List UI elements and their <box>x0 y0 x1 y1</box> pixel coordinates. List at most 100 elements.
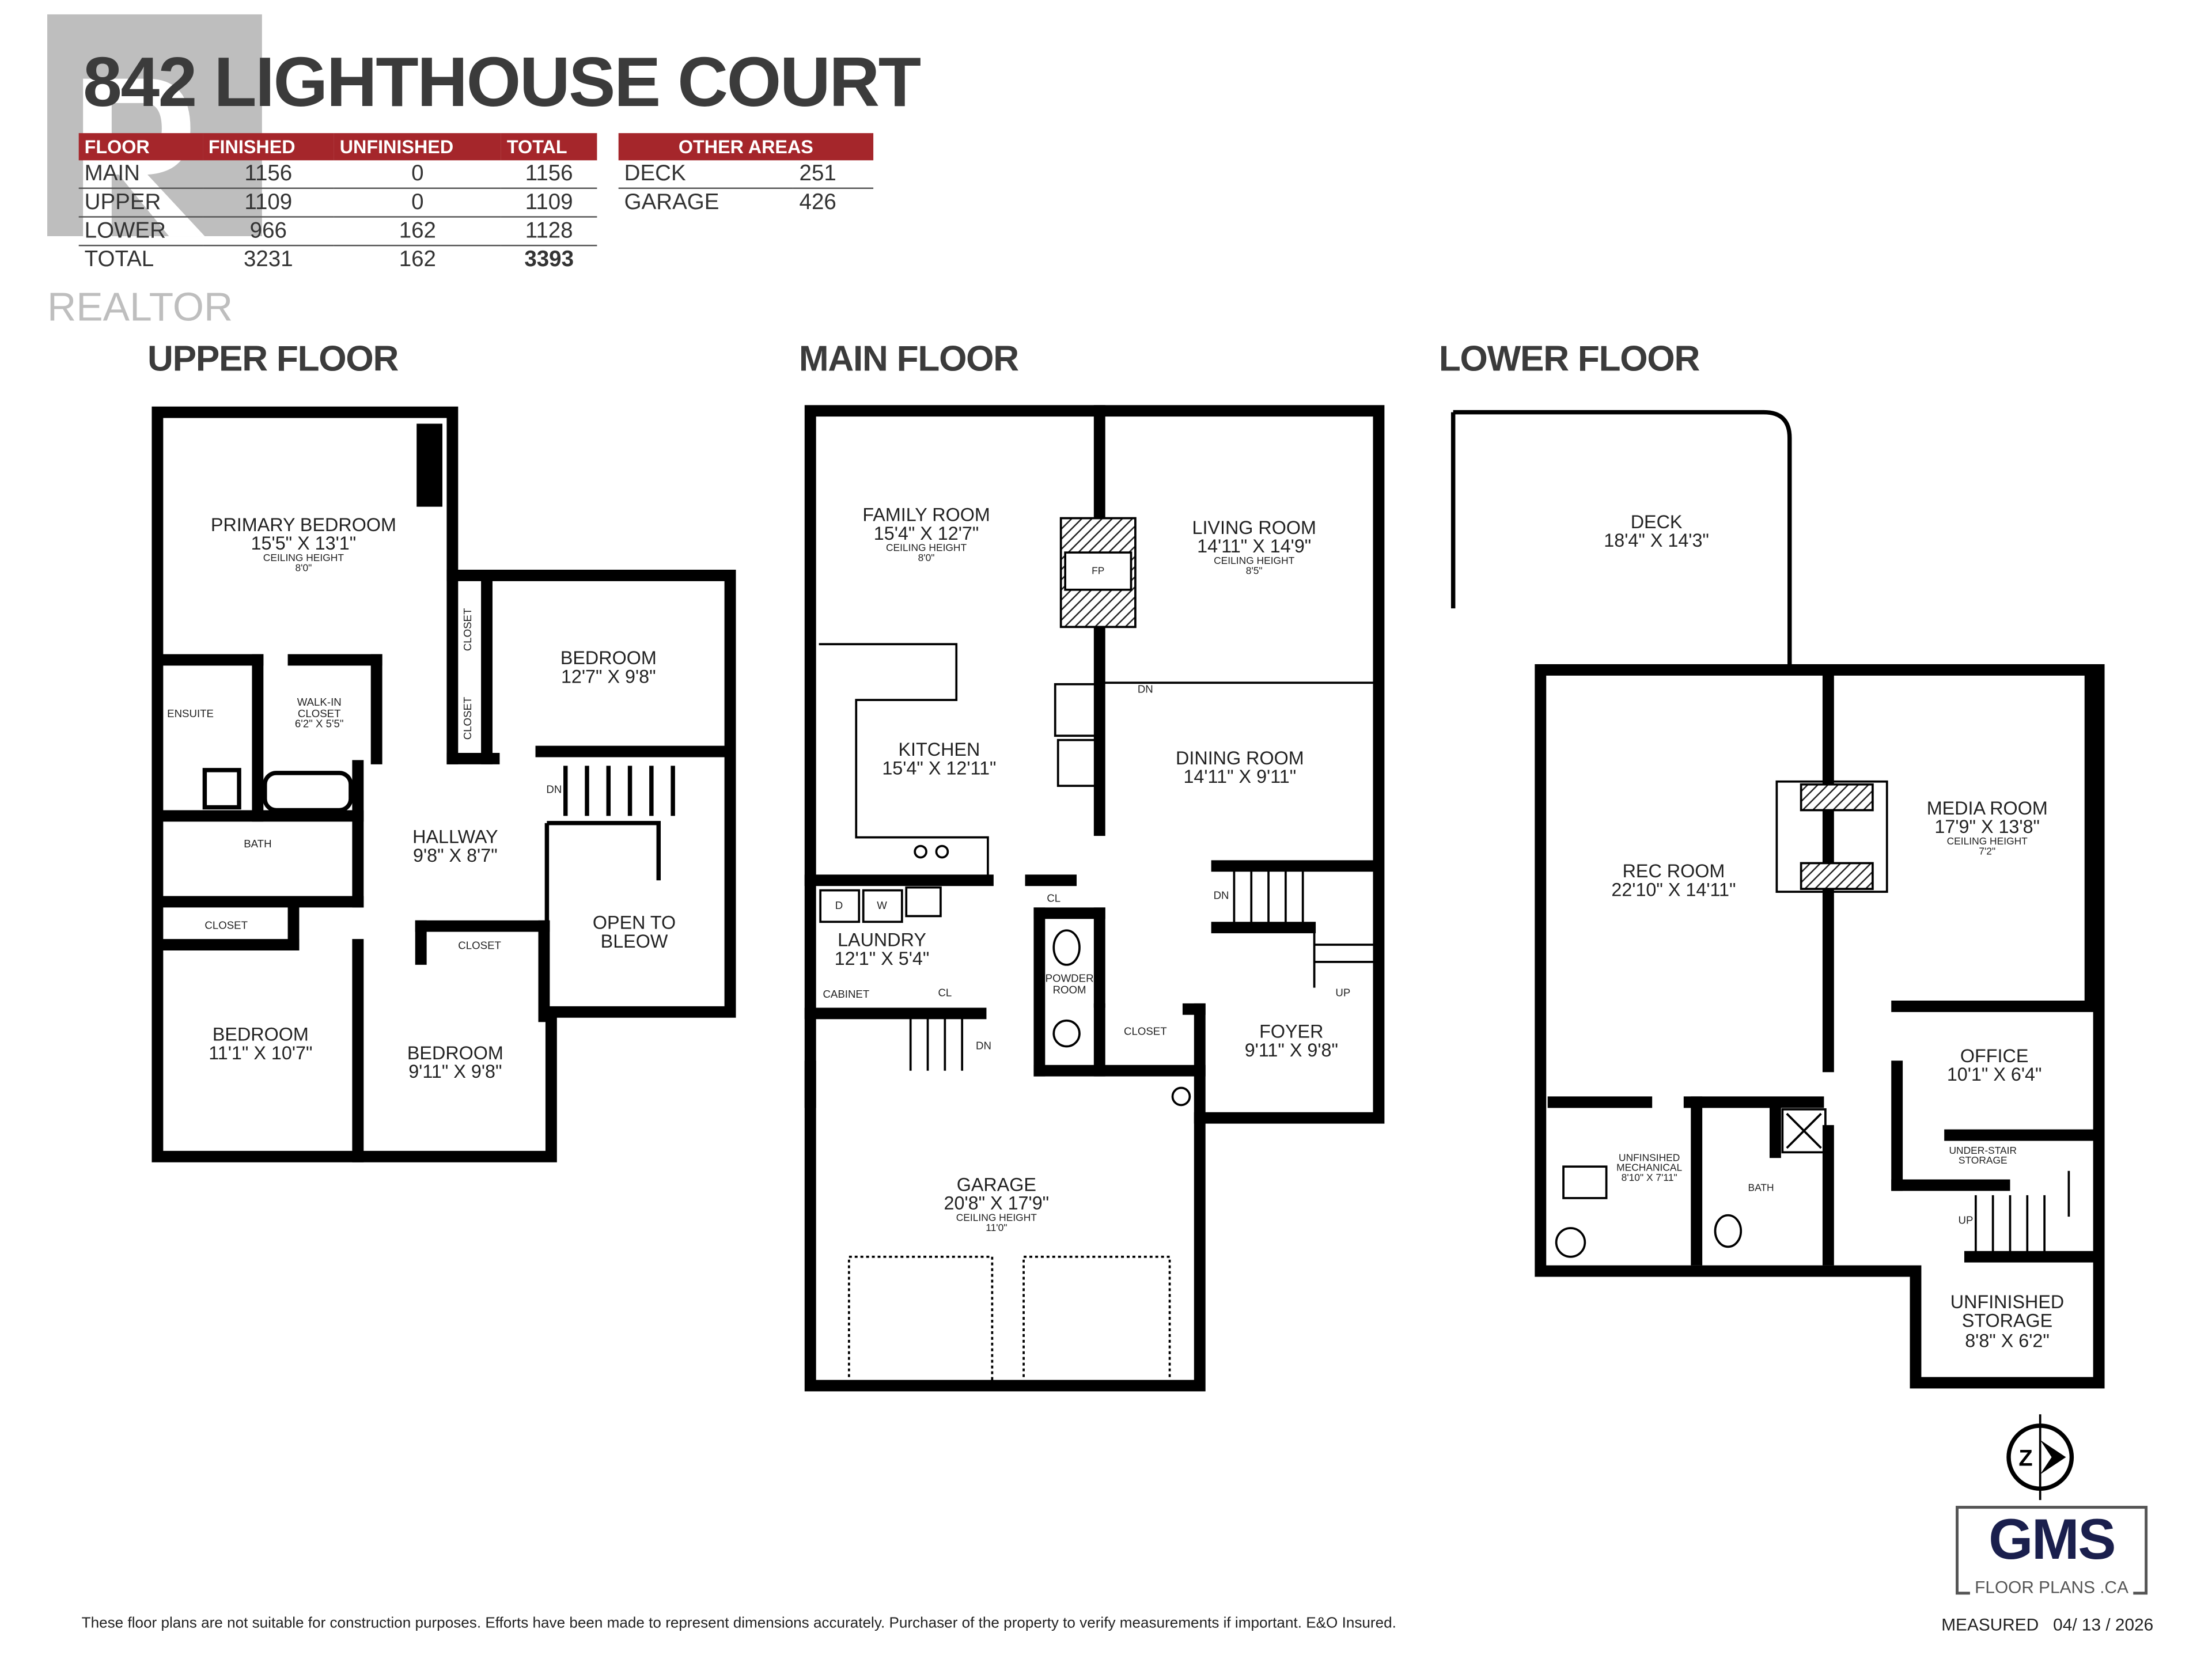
room-ensuite: ENSUITE <box>167 707 214 720</box>
room-dimensions: 6'2" X 5'5" <box>294 717 344 730</box>
ceiling-height: 8'5" <box>1245 566 1263 577</box>
unfinished-cell: 162 <box>399 247 436 271</box>
table-row: TOTAL 3231 162 3393 <box>79 245 597 273</box>
area-name: GARAGE <box>624 190 719 214</box>
measured-label: MEASURED <box>1941 1614 2039 1635</box>
room-dimensions: 17'9" X 13'8" <box>1934 816 2040 838</box>
fireplace-label: FP <box>1092 567 1105 577</box>
column-header: TOTAL <box>501 133 597 161</box>
ceiling-label: CEILING HEIGHT <box>1946 836 2028 847</box>
floor-cell: TOTAL <box>84 247 154 271</box>
room-dimensions: 18'4" X 14'3" <box>1604 530 1709 552</box>
floor-cell: UPPER <box>78 188 203 218</box>
room-name: STORAGE <box>1958 1157 2008 1167</box>
measured-date-value: 04/ 13 / 2026 <box>2053 1614 2154 1635</box>
gms-logo-subtext: FLOOR PLANS .CA <box>1969 1577 2134 1598</box>
total-cell: 1156 <box>501 160 597 189</box>
room-name: UNDER-STAIR <box>1949 1146 2017 1157</box>
unfinished-cell: 0 <box>334 188 501 218</box>
column-header: OTHER AREAS <box>618 133 874 161</box>
ceiling-label: CEILING HEIGHT <box>263 553 344 563</box>
finished-cell: 3231 <box>243 247 293 271</box>
total-cell: 3393 <box>524 247 574 271</box>
room-closet: CLOSET <box>461 696 475 740</box>
room-dimensions: 15'5" X 13'1" <box>251 533 357 555</box>
room-closet: CLOSET <box>458 939 501 952</box>
stair-down-label: DN <box>1213 889 1229 902</box>
room-dimensions: 8'8" X 6'2" <box>1965 1329 2050 1351</box>
room-name: DECK <box>1630 511 1683 533</box>
stair-up-label: UP <box>1958 1214 1974 1227</box>
room-dimensions: 12'7" X 9'8" <box>560 666 656 688</box>
ceiling-height: 11'0" <box>986 1223 1007 1234</box>
floor-title-upper: UPPER FLOOR <box>147 339 399 380</box>
gms-logo: GMS FLOOR PLANS .CA <box>1956 1506 2148 1600</box>
room-dimensions: 20'8" X 17'9" <box>944 1192 1050 1214</box>
room-name: MEDIA ROOM <box>1926 797 2048 819</box>
gms-logo-text: GMS <box>1988 1509 2116 1572</box>
room-name: FOYER <box>1259 1020 1324 1043</box>
unfinished-cell: 162 <box>334 217 501 247</box>
ceiling-height: 8'0" <box>295 563 312 574</box>
room-closet: CLOSET <box>1124 1025 1167 1038</box>
room-name: STORAGE <box>1961 1310 2053 1332</box>
table-header-row: OTHER AREAS <box>618 133 874 161</box>
room-dimensions: 14'11" X 14'9" <box>1197 535 1312 558</box>
finished-cell: 1156 <box>202 160 334 189</box>
column-header: FLOOR <box>78 133 203 161</box>
total-cell: 1128 <box>501 217 597 247</box>
dryer-label: D <box>835 899 843 912</box>
column-header: FINISHED <box>202 133 334 161</box>
room-name: KITCHEN <box>898 738 980 760</box>
stair-down-label: DN <box>975 1039 991 1052</box>
area-name: DECK <box>618 160 794 189</box>
room-name: FAMILY ROOM <box>862 503 990 525</box>
ceiling-height: 8'0" <box>918 553 935 564</box>
room-name: LIVING ROOM <box>1192 517 1316 539</box>
room-dimensions: 9'11" X 9'8" <box>1244 1039 1338 1061</box>
ceiling-height: 7'2" <box>1979 847 1996 857</box>
upper-stairs <box>202 766 675 1012</box>
room-dimensions: 11'1" X 10'7" <box>209 1042 313 1064</box>
room-dimensions: 8'10" X 7'11" <box>1621 1174 1677 1184</box>
room-dimensions: 22'10" X 14'11" <box>1611 879 1736 901</box>
room-closet: CLOSET <box>204 919 248 932</box>
room-name: UNFINSIHED <box>1619 1153 1680 1164</box>
room-name: BLEOW <box>600 930 668 953</box>
room-dimensions: 15'4" X 12'7" <box>873 522 979 544</box>
floor-title-main: MAIN FLOOR <box>798 339 1019 380</box>
room-name: MECHANICAL <box>1616 1164 1683 1174</box>
room-dimensions: 9'8" X 8'7" <box>412 844 498 866</box>
step-down-label: DN <box>1137 683 1153 696</box>
room-name: GARAGE <box>956 1173 1036 1195</box>
room-dimensions: 14'11" X 9'11" <box>1183 766 1297 788</box>
washer-label: W <box>877 899 887 912</box>
room-name: UNFINISHED <box>1950 1291 2065 1313</box>
room-name: OPEN TO <box>592 911 676 934</box>
closet-label: CL <box>1047 892 1061 905</box>
finished-cell: 1109 <box>202 188 334 218</box>
closet-label: CL <box>938 986 952 999</box>
